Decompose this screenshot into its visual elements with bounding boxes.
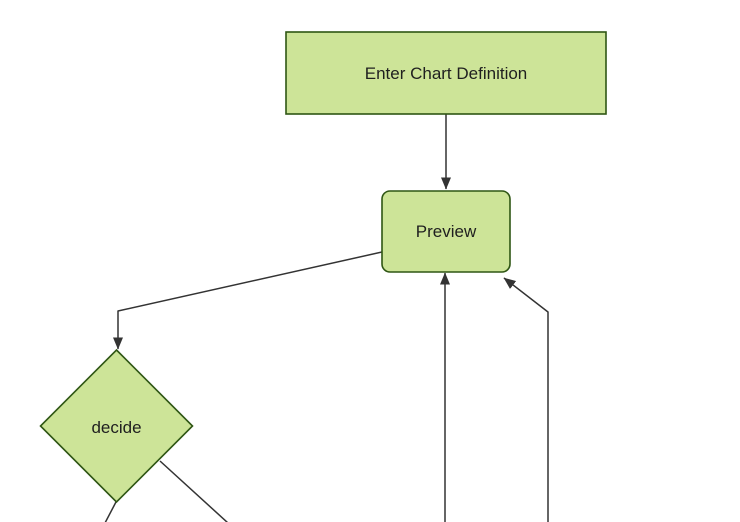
edge-decide-to-offscreen-bottom-right (159, 460, 229, 522)
edge-preview-to-decide (113, 251, 383, 350)
node-preview: Preview (381, 190, 511, 273)
edge-decide-to-offscreen-bottom-left (104, 500, 118, 522)
node-enter-chart-definition-label: Enter Chart Definition (365, 64, 528, 83)
node-decide: decide (39, 348, 194, 504)
node-enter-chart-definition: Enter Chart Definition (285, 31, 607, 115)
node-preview-shape (381, 190, 511, 273)
node-enter-chart-definition-shape (285, 31, 607, 115)
node-decide-shape (39, 348, 194, 504)
node-preview-label: Preview (416, 222, 477, 241)
node-decide-label: decide (91, 418, 141, 437)
edge-offscreen-bottom-right-to-preview (503, 277, 549, 522)
